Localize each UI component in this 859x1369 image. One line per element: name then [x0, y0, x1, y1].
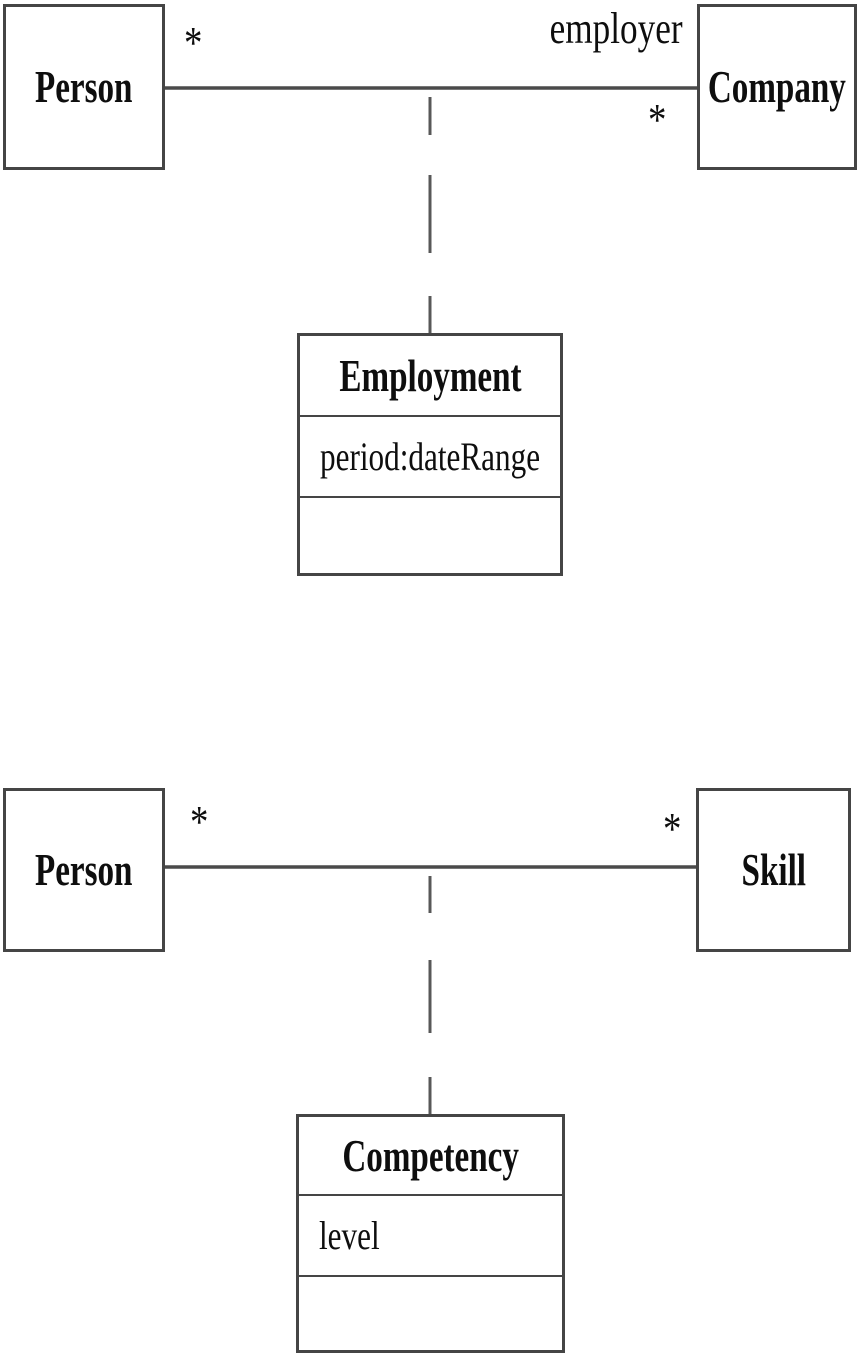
class-name-person-bottom: Person [35, 844, 133, 895]
class-box-skill: Skill [696, 788, 851, 952]
multiplicity-person-bottom: * [190, 796, 209, 847]
association-label-employer: employer [549, 4, 683, 53]
competency-attribute: level [319, 1212, 380, 1258]
class-name-competency: Competency [342, 1129, 519, 1181]
class-box-person-bottom: Person [3, 788, 165, 952]
competency-attributes-compartment: level [299, 1194, 562, 1275]
association-class-employment: Employment period:dateRange [297, 333, 563, 576]
association-class-competency: Competency level [296, 1114, 565, 1353]
multiplicity-skill: * [663, 803, 682, 854]
class-name-employment: Employment [338, 349, 522, 401]
multiplicity-person-top: * [184, 17, 203, 68]
employment-attribute: period:dateRange [319, 433, 541, 479]
competency-operations-compartment [299, 1275, 562, 1350]
class-name-skill: Skill [741, 844, 806, 895]
class-box-company: Company [697, 4, 857, 170]
employment-attributes-compartment: period:dateRange [300, 415, 560, 496]
employment-name-compartment: Employment [300, 336, 560, 415]
competency-name-compartment: Competency [299, 1117, 562, 1194]
employment-operations-compartment [300, 496, 560, 573]
multiplicity-company: * [648, 94, 667, 145]
class-name-person-top: Person [35, 61, 133, 112]
class-box-person-top: Person [3, 4, 165, 170]
class-name-company: Company [707, 61, 847, 112]
